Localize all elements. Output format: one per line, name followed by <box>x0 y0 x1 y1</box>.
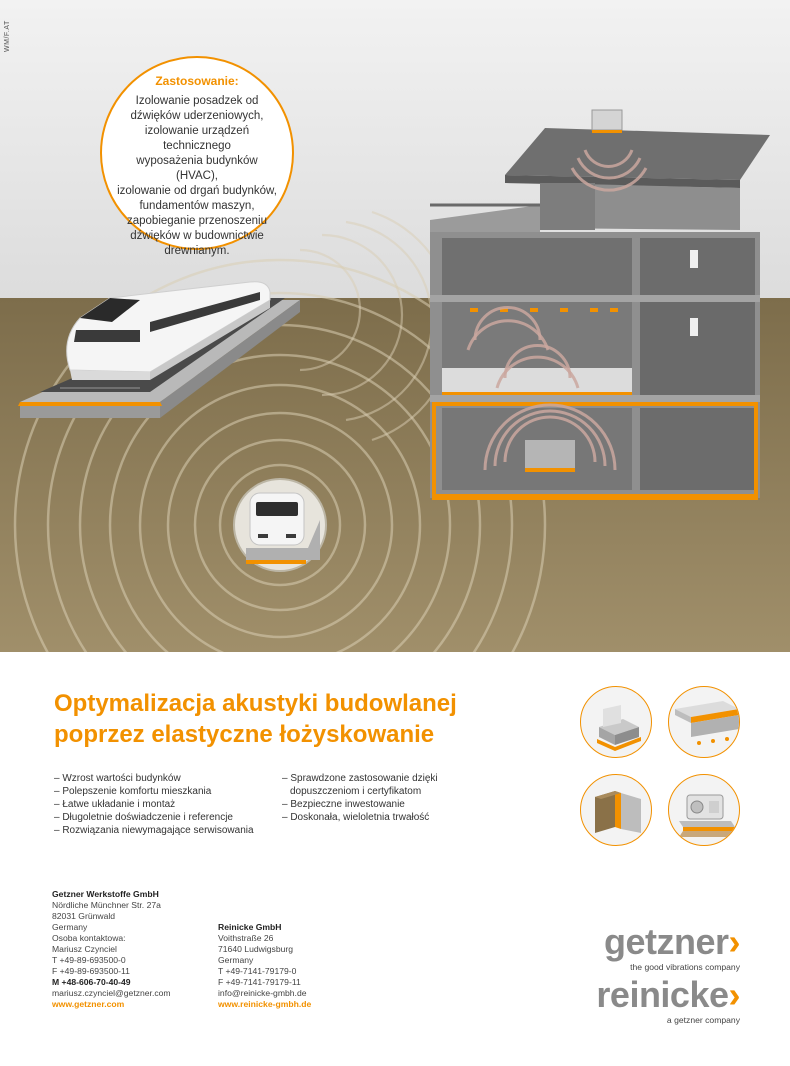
list-item: – Rozwiązania niewymagające serwisowania <box>54 825 254 836</box>
phone: T +49-7141-79179-0 <box>218 966 297 976</box>
getzner-tagline: the good vibrations company <box>630 962 740 972</box>
contact-getzner: Getzner Werkstoffe GmbH Nördliche Münchn… <box>52 889 171 1010</box>
thumbnail-slab-bearings <box>668 686 740 758</box>
reinicke-tagline: a getzner company <box>666 1015 740 1025</box>
building-icon <box>597 705 641 751</box>
vibration-scene <box>0 0 790 652</box>
contact-label: Osoba kontaktowa: <box>52 933 126 943</box>
mobile: M +48-606-70-40-49 <box>52 977 131 987</box>
hero-illustration: WM/F.AT Zastosowanie: Izolowanie posadze… <box>0 0 790 652</box>
phone: T +49-89-693500-0 <box>52 955 126 965</box>
city: 71640 Ludwigsburg <box>218 944 294 954</box>
thumbnail-floor-isolation <box>580 686 652 758</box>
list-item: – Sprawdzone zastosowanie dzięki dopuszc… <box>282 773 438 797</box>
city: 82031 Grünwald <box>52 911 116 921</box>
email-link[interactable]: mariusz.czynciel@getzner.com <box>52 988 171 998</box>
benefits-list-right: – Sprawdzone zastosowanie dzięki dopuszc… <box>282 772 492 824</box>
application-text: Izolowanie posadzek od dźwięków uderzeni… <box>117 95 277 257</box>
company-name: Reinicke GmbH <box>218 922 282 932</box>
tunnel-icon <box>233 478 327 572</box>
logo-hook-icon: › <box>728 974 741 1015</box>
company-name: Getzner Werkstoffe GmbH <box>52 889 159 899</box>
thumbnail-machine-foundation <box>668 774 740 846</box>
street: Nördliche Münchner Str. 27a <box>52 900 161 910</box>
list-item: – Wzrost wartości budynków <box>54 773 181 784</box>
headline: Optymalizacja akustyki budowlanej poprze… <box>54 690 457 748</box>
reinicke-logo: reinicke› a getzner company <box>596 974 741 1026</box>
list-item: – Łatwe układanie i montaż <box>54 799 176 810</box>
list-item: – Bezpieczne inwestowanie <box>282 799 405 810</box>
contact-name: Mariusz Czynciel <box>52 944 117 954</box>
contact-reinicke: Reinicke GmbH Voithstraße 26 71640 Ludwi… <box>218 922 311 1010</box>
document-code: WM/F.AT <box>4 20 11 52</box>
building-icon <box>595 791 641 833</box>
fax: F +49-89-693500-11 <box>52 966 130 976</box>
fax: F +49-7141-79179-11 <box>218 977 301 987</box>
thumbnail-wall-isolation <box>580 774 652 846</box>
logo-hook-icon: › <box>728 921 741 962</box>
application-bubble: Zastosowanie: Izolowanie posadzek od dźw… <box>100 56 294 257</box>
list-item: – Polepszenie komfortu mieszkania <box>54 786 212 797</box>
list-item: – Doskonała, wieloletnia trwałość <box>282 812 430 823</box>
street: Voithstraße 26 <box>218 933 274 943</box>
country: Germany <box>218 955 254 965</box>
website-link[interactable]: www.getzner.com <box>52 999 125 1009</box>
list-item: – Długoletnie doświadczenie i referencje <box>54 812 233 823</box>
hvac-unit-icon <box>679 794 735 837</box>
country: Germany <box>52 922 88 932</box>
train-icon <box>66 281 271 380</box>
email-link[interactable]: info@reinicke-gmbh.de <box>218 988 307 998</box>
building-icon <box>430 109 770 500</box>
building-icon <box>675 701 739 745</box>
benefits-list-left: – Wzrost wartości budynków – Polepszenie… <box>54 772 284 837</box>
application-title: Zastosowanie: <box>155 74 239 88</box>
getzner-logo: getzner› the good vibrations company <box>603 921 741 973</box>
website-link[interactable]: www.reinicke-gmbh.de <box>218 999 312 1009</box>
sound-wave-icon <box>466 149 648 471</box>
